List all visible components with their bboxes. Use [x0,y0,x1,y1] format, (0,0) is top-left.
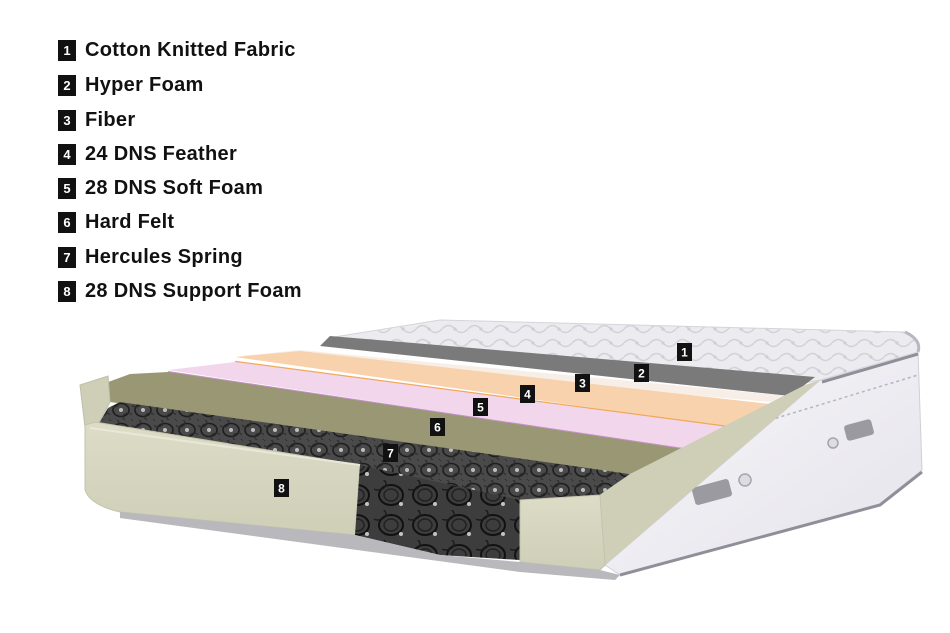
svg-text:8: 8 [278,482,285,496]
layer-hyper-foam [320,336,815,396]
legend-label-6: Hard Felt [85,210,175,233]
marker-8: 8 [274,479,289,497]
legend-item-6: 6 Hard Felt [58,209,174,235]
handle-icon [827,419,874,449]
marker-4: 4 [520,385,535,403]
legend-number-4: 4 [58,143,76,165]
legend-number-1: 1 [58,39,76,61]
legend-item-4: 4 24 DNS Feather [58,141,237,167]
layer-legend: 1 Cotton Knitted Fabric 2 Hyper Foam 3 F… [58,37,418,307]
mattress-base [120,512,620,580]
legend-number-6: 6 [58,211,76,233]
legend-number-5: 5 [58,177,76,199]
legend-label-5: 28 DNS Soft Foam [85,176,264,199]
layer-hard-felt [100,372,690,474]
marker-7: 7 [383,444,398,462]
svg-text:4: 4 [524,388,531,402]
marker-6: 6 [430,418,445,436]
legend-item-2: 2 Hyper Foam [58,72,204,98]
layer-hercules-spring [95,402,630,510]
legend-label-7: Hercules Spring [85,245,243,268]
svg-text:6: 6 [434,421,441,435]
svg-text:7: 7 [387,447,394,461]
legend-number-7: 7 [58,246,76,268]
svg-text:5: 5 [477,401,484,415]
svg-text:2: 2 [638,367,645,381]
marker-2: 2 [634,364,649,382]
legend-label-1: Cotton Knitted Fabric [85,38,296,61]
legend-number-3: 3 [58,109,76,131]
legend-label-4: 24 DNS Feather [85,142,238,165]
legend-number-2: 2 [58,74,76,96]
marker-5: 5 [473,398,488,416]
handle-icon [691,473,752,505]
legend-number-8: 8 [58,280,76,302]
marker-1: 1 [677,343,692,361]
legend-label-2: Hyper Foam [85,73,204,96]
legend-item-7: 7 Hercules Spring [58,244,243,270]
legend-label-8: 28 DNS Support Foam [85,279,302,302]
side-piping-top [821,352,919,384]
layer-28-dns-soft-foam [168,362,735,450]
legend-label-3: Fiber [85,108,136,131]
legend-item-8: 8 28 DNS Support Foam [58,278,302,304]
side-piping-bottom [619,470,923,577]
support-foam-front-right [519,494,606,571]
legend-item-3: 3 Fiber [58,107,135,133]
svg-text:1: 1 [681,346,688,360]
legend-item-1: 1 Cotton Knitted Fabric [58,37,296,63]
layer-24-dns-feather [235,351,770,428]
exposed-springs [355,465,520,560]
legend-item-5: 5 28 DNS Soft Foam [58,175,263,201]
marker-3: 3 [575,374,590,392]
svg-text:3: 3 [579,377,586,391]
support-foam-right-wall [585,380,820,565]
